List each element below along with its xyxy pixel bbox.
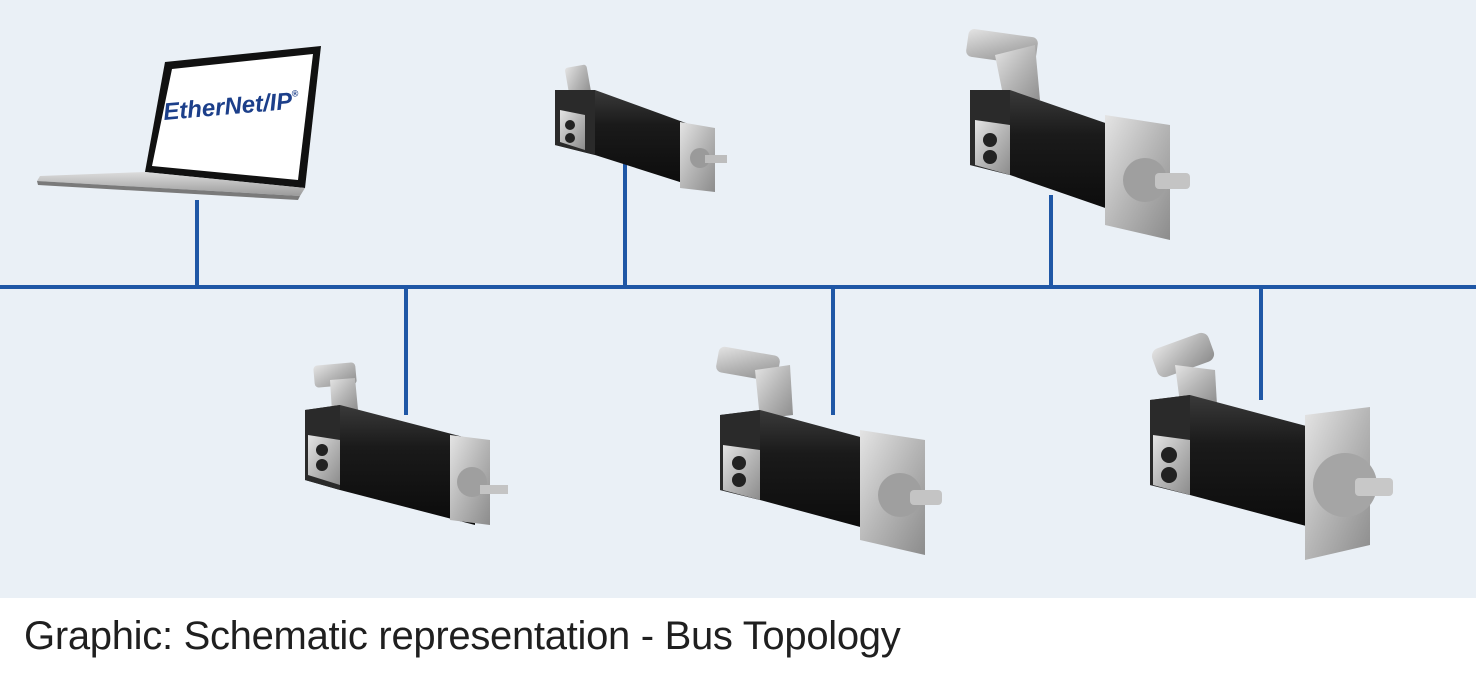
motor-2: [966, 29, 1190, 240]
motor-4: [716, 346, 942, 555]
laptop-base: [37, 172, 305, 196]
motor-1: [555, 64, 727, 192]
laptop-base-edge: [37, 181, 300, 200]
figure-caption: Graphic: Schematic representation - Bus …: [24, 614, 901, 658]
laptop-screen: [152, 54, 313, 180]
bus-topology-diagram: EtherNet/IP®: [0, 0, 1476, 598]
bus-network: [0, 160, 1476, 415]
diagram-canvas: EtherNet/IP®: [0, 29, 1476, 560]
motor-5: [1150, 332, 1393, 560]
motor-3: [305, 362, 508, 525]
laptop: EtherNet/IP®: [37, 46, 321, 200]
